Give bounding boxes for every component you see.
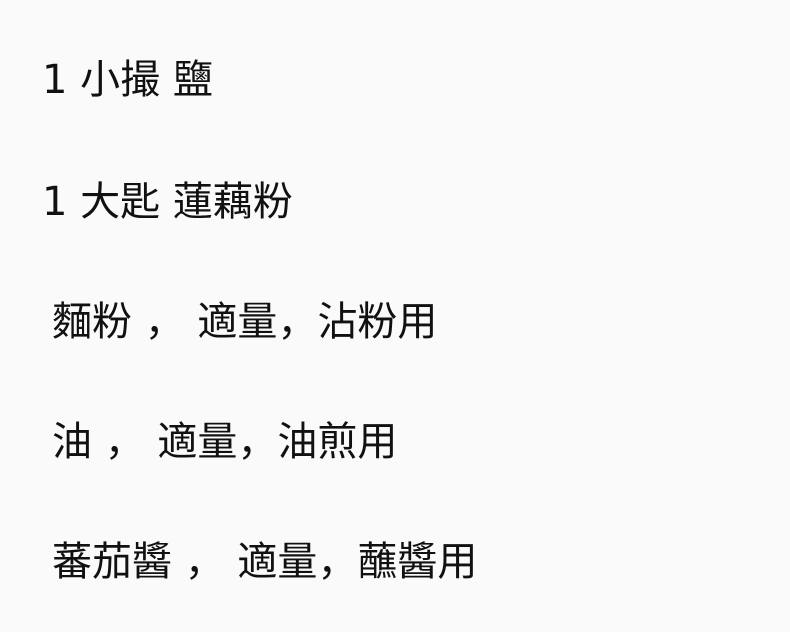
ingredient-ketchup: 蕃茄醬 ， 適量，蘸醬用 <box>52 539 478 585</box>
ingredient-lotus-root-starch: 1 大匙 蓮藕粉 <box>42 179 293 225</box>
ingredient-oil: 油 ， 適量，油煎用 <box>52 419 398 465</box>
ingredient-salt: 1 小撮 鹽 <box>42 57 213 103</box>
ingredient-flour: 麵粉 ， 適量，沾粉用 <box>52 299 438 345</box>
